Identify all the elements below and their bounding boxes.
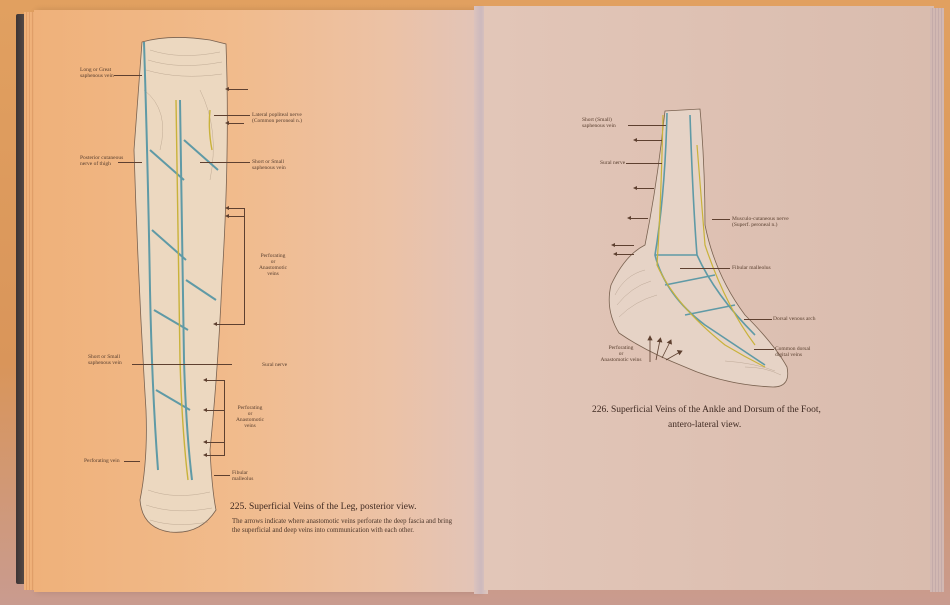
leader-line <box>628 125 666 126</box>
label-short-saphenous-right: Short (Small) saphenous vein <box>582 117 616 129</box>
label-sural-nerve: Sural nerve <box>262 362 288 368</box>
perforation-arrow <box>613 252 634 256</box>
leader-line <box>214 115 250 116</box>
leader-line <box>680 268 730 269</box>
leader-line <box>200 162 250 163</box>
figure-225-title: 225. Superficial Veins of the Leg, poste… <box>230 502 417 512</box>
label-common-dorsal-digital: Common dorsal digital veins <box>775 346 811 358</box>
label-fibular-malleolus-right: Fibular malleolus <box>732 265 771 271</box>
label-perforating-vein: Perforating vein <box>84 458 120 464</box>
leader-line <box>124 461 140 462</box>
perforation-arrow <box>203 453 224 457</box>
leader-line <box>744 319 772 320</box>
leader-line <box>626 163 662 164</box>
figure-number: 226. <box>592 405 609 415</box>
perforation-arrow <box>203 440 224 444</box>
foot-illustration <box>608 108 789 388</box>
label-musculocutaneous: Musculo-cutaneous nerve (Superf. peronea… <box>732 216 789 228</box>
perforation-arrow <box>225 121 244 125</box>
label-perforating-lower: Perforating or Anastomotic veins <box>235 405 265 429</box>
perforation-arrow <box>611 243 634 247</box>
book-cover-edge <box>16 14 26 584</box>
perforation-arrow <box>225 206 244 210</box>
perforation-arrow <box>203 378 224 382</box>
perforating-arrows-right <box>647 335 683 362</box>
label-short-saphenous-upper: Short or Small saphenous vein <box>252 159 286 171</box>
perforation-arrow <box>213 322 244 326</box>
leader-line <box>132 364 232 365</box>
left-page <box>34 10 479 592</box>
leader-line <box>712 219 730 220</box>
leader-line <box>214 475 230 476</box>
label-dorsal-venous-arch: Dorsal venous arch <box>773 316 816 322</box>
figure-226-title: 226. Superficial Veins of the Ankle and … <box>592 405 821 415</box>
figure-226-subtitle: antero-lateral view. <box>668 420 742 430</box>
figure-title: Superficial Veins of the Ankle and Dorsu… <box>611 405 821 415</box>
leg-illustration <box>133 37 228 533</box>
bracket-perforating-upper <box>244 208 245 325</box>
perforation-arrow <box>225 87 248 91</box>
figure-number: 225. <box>230 502 247 512</box>
label-fibular-malleolus-left: Fibular malleolus <box>232 470 254 482</box>
figure-title: Superficial Veins of the Leg, posterior … <box>249 502 417 512</box>
perforation-arrow <box>225 214 244 218</box>
label-sural-nerve-right: Sural nerve <box>600 160 626 166</box>
bracket-perforating-lower <box>224 380 225 456</box>
label-short-saphenous-lower: Short or Small saphenous vein <box>88 354 122 366</box>
perforation-arrow <box>627 216 648 220</box>
leader-line <box>754 349 774 350</box>
perforation-arrow <box>633 186 654 190</box>
label-lateral-popliteal: Lateral popliteal nerve (Common peroneal… <box>252 112 302 124</box>
perforation-arrow <box>203 408 224 412</box>
leader-line <box>114 75 142 76</box>
label-posterior-cutaneous: Posterior cutaneous nerve of thigh <box>80 155 124 167</box>
label-perforating-right: Perforating or Anastomotic veins <box>600 345 642 363</box>
leader-line <box>118 162 142 163</box>
label-long-saphenous: Long or Great saphenous vein <box>80 67 114 79</box>
label-perforating-upper: Perforating or Anastomotic veins <box>258 253 288 277</box>
perforation-arrow <box>633 138 662 142</box>
figure-225-caption: The arrows indicate where anastomotic ve… <box>232 518 452 534</box>
page-stack-right <box>930 8 944 592</box>
